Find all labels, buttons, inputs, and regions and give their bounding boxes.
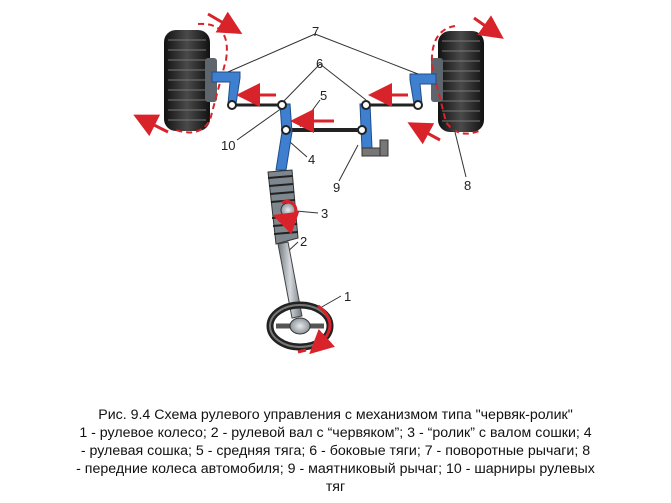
callout-4: 4: [308, 152, 315, 167]
caption-title: Рис. 9.4 Схема рулевого управления с мех…: [98, 407, 573, 423]
callout-1: 1: [344, 289, 351, 304]
left-front-wheel: [164, 30, 217, 131]
motion-arrows: [133, 11, 504, 355]
caption-legend-line: - передние колеса автомобиля; 9 - маятни…: [76, 461, 595, 477]
steering-arms: [211, 71, 437, 105]
caption-legend-line: - рулевая сошка; 5 - средняя тяга; 6 - б…: [80, 443, 591, 459]
caption-legend-line: тяг: [325, 479, 346, 495]
callout-8: 8: [464, 178, 471, 193]
steering-shaft: [277, 241, 303, 319]
callout-3: 3: [321, 206, 328, 221]
idler-bracket: [361, 139, 389, 157]
callout-lines: [227, 33, 467, 309]
callout-9: 9: [333, 180, 340, 195]
caption-legend-line: 1 - рулевое колесо; 2 - рулевой вал с “ч…: [79, 425, 592, 441]
callout-2: 2: [300, 234, 307, 249]
callout-7: 7: [312, 24, 319, 39]
pitman-and-idler-arms: [275, 103, 373, 171]
callout-10: 10: [221, 138, 235, 153]
steering-diagram: 1 2 3 4 5 6 7 8 9 10: [133, 11, 504, 355]
wheel-turn-outlines: [175, 22, 483, 135]
callout-6: 6: [316, 56, 323, 71]
callout-5: 5: [320, 88, 327, 103]
right-front-wheel: [431, 31, 484, 132]
figure-caption: Рис. 9.4 Схема рулевого управления с мех…: [6, 406, 665, 496]
steering-gear: [267, 169, 299, 245]
